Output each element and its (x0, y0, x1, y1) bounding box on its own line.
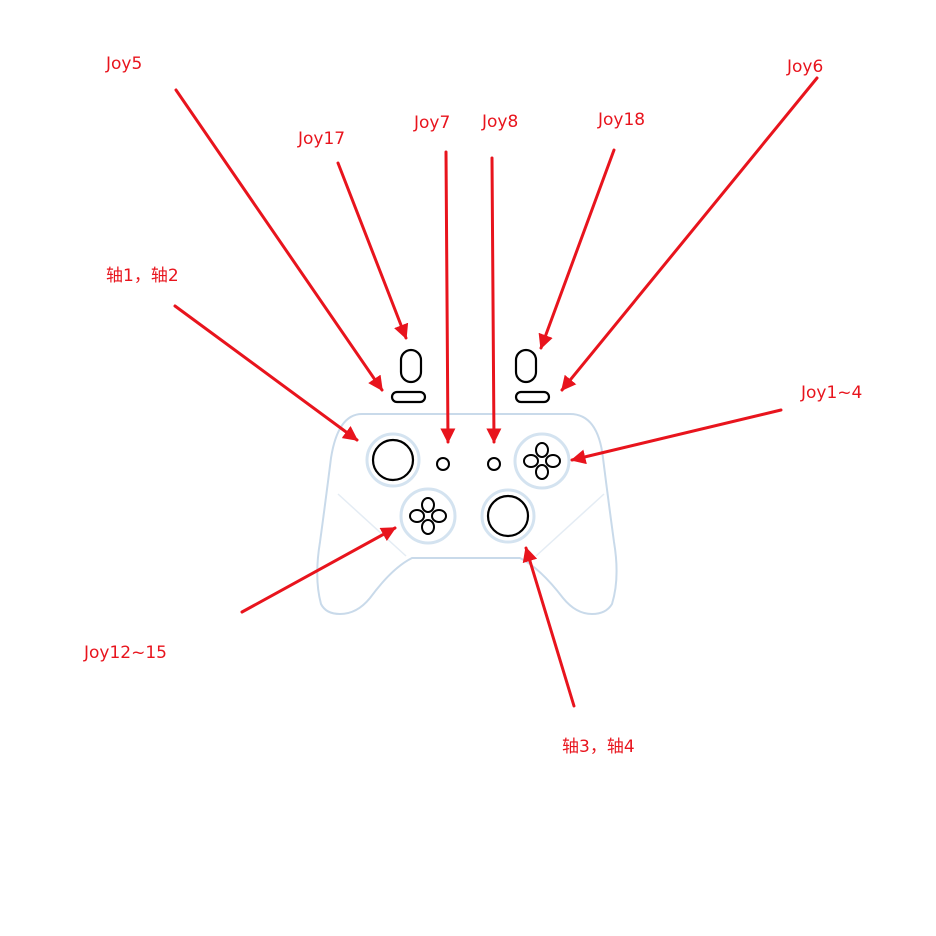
arrow-axis34 (522, 546, 576, 708)
arrow-joy6 (560, 76, 819, 392)
right-stick-ring (480, 488, 536, 544)
dpad-up (421, 497, 435, 513)
face-button-top (535, 442, 549, 458)
label-joy7: Joy7 (413, 113, 450, 133)
trigger-right (514, 348, 538, 384)
arrow-axis12 (173, 304, 359, 442)
label-axis34: 轴3，轴4 (562, 737, 635, 757)
arrow-joy12-15 (240, 526, 397, 614)
arrow-joy5 (174, 88, 384, 392)
face-button-left (523, 454, 539, 468)
left-stick (371, 438, 415, 482)
left-stick-ring (365, 432, 421, 488)
arrow-joy8 (486, 156, 502, 444)
arrow-joy17 (336, 161, 409, 340)
label-joy1-4: Joy1~4 (800, 383, 862, 403)
label-joy18: Joy18 (597, 110, 645, 130)
bumper-right (514, 390, 551, 404)
gamepad-body-outline (316, 413, 618, 616)
arrow-joy1-4 (570, 408, 783, 465)
label-joy6: Joy6 (786, 57, 823, 77)
trigger-left (399, 348, 423, 384)
dpad-left (409, 509, 425, 523)
labels: Joy5 Joy17 Joy7 Joy8 Joy18 Joy6 轴1，轴2 Jo… (83, 54, 862, 757)
dpad (399, 487, 457, 545)
arrow-joy7 (440, 150, 456, 444)
dpad-down (421, 519, 435, 535)
face-buttons (513, 432, 571, 490)
bumper-left (390, 390, 427, 404)
label-joy12-15: Joy12~15 (83, 643, 167, 663)
label-joy5: Joy5 (105, 54, 142, 74)
dpad-right (431, 509, 447, 523)
dpad-ring (399, 487, 457, 545)
grip-line-left (337, 493, 407, 557)
grip-line-right (535, 493, 605, 557)
gamepad (316, 348, 618, 616)
start-button (487, 457, 501, 471)
label-joy17: Joy17 (297, 129, 345, 149)
select-button (436, 457, 450, 471)
arrows (173, 76, 819, 708)
right-stick (486, 494, 530, 538)
arrow-joy18 (538, 148, 616, 350)
face-button-right (545, 454, 561, 468)
label-axis12: 轴1，轴2 (106, 266, 179, 286)
face-buttons-ring (513, 432, 571, 490)
label-joy8: Joy8 (481, 112, 518, 132)
face-button-bottom (535, 464, 549, 480)
